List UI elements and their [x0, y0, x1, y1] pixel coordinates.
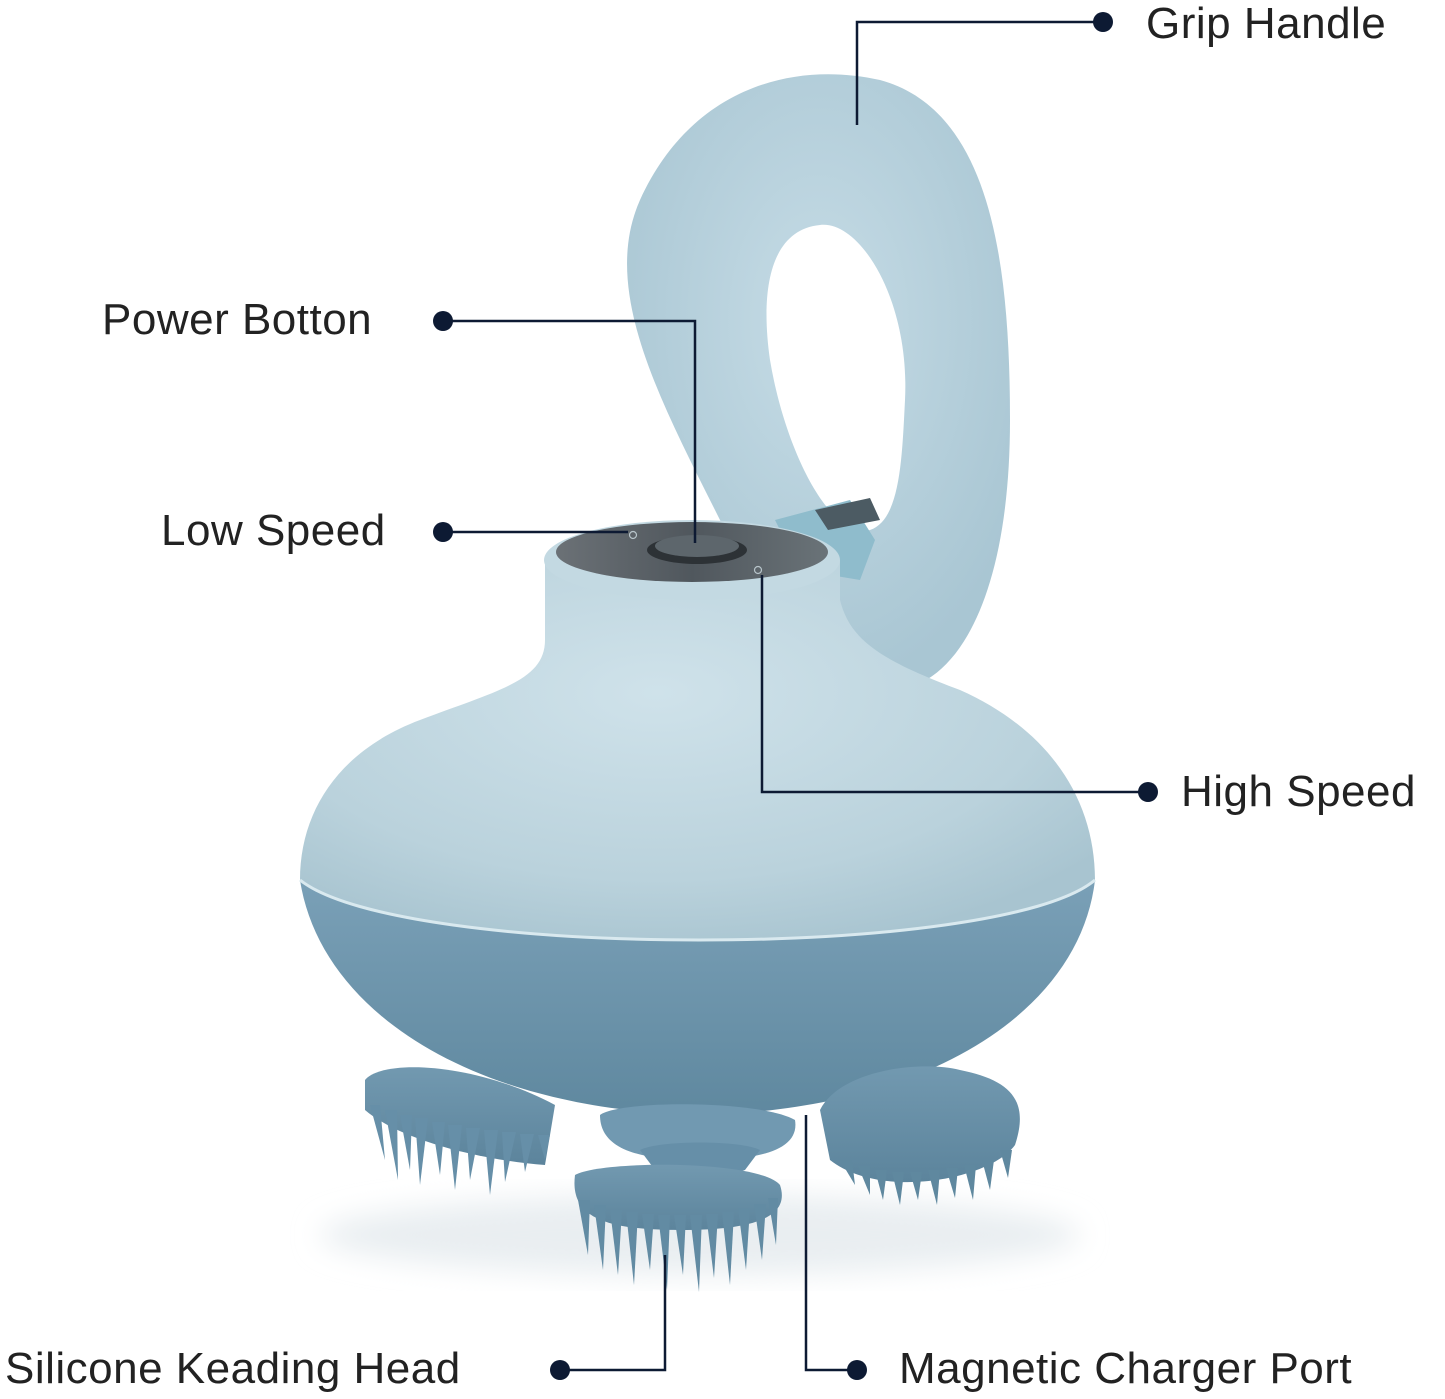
callout-high-speed: [760, 575, 1158, 802]
callout-power-button: [433, 311, 697, 543]
label-magnetic-charger-port: Magnetic Charger Port: [899, 1344, 1353, 1393]
low-speed-indicator: [628, 530, 638, 540]
kneading-head-left: [365, 1067, 555, 1195]
high-speed-indicator: [753, 565, 763, 575]
callout-low-speed: [433, 522, 628, 542]
label-grip-handle: Grip Handle: [1146, 0, 1387, 48]
power-button-cap: [655, 535, 739, 557]
kneading-head-center: [574, 1104, 796, 1292]
base-lower: [300, 880, 1095, 1115]
label-low-speed: Low Speed: [161, 506, 386, 555]
label-high-speed: High Speed: [1181, 767, 1416, 816]
callout-silicone-head: [550, 1255, 667, 1380]
label-silicone-kneading-head: Silicone Keading Head: [5, 1344, 461, 1393]
label-power-button: Power Botton: [102, 295, 373, 344]
kneading-head-right: [820, 1066, 1020, 1205]
callout-grip-handle: [855, 12, 1113, 125]
control-panel: [556, 522, 828, 582]
grip-handle-ring: [627, 74, 1010, 690]
callout-charger-port: [804, 1115, 867, 1380]
